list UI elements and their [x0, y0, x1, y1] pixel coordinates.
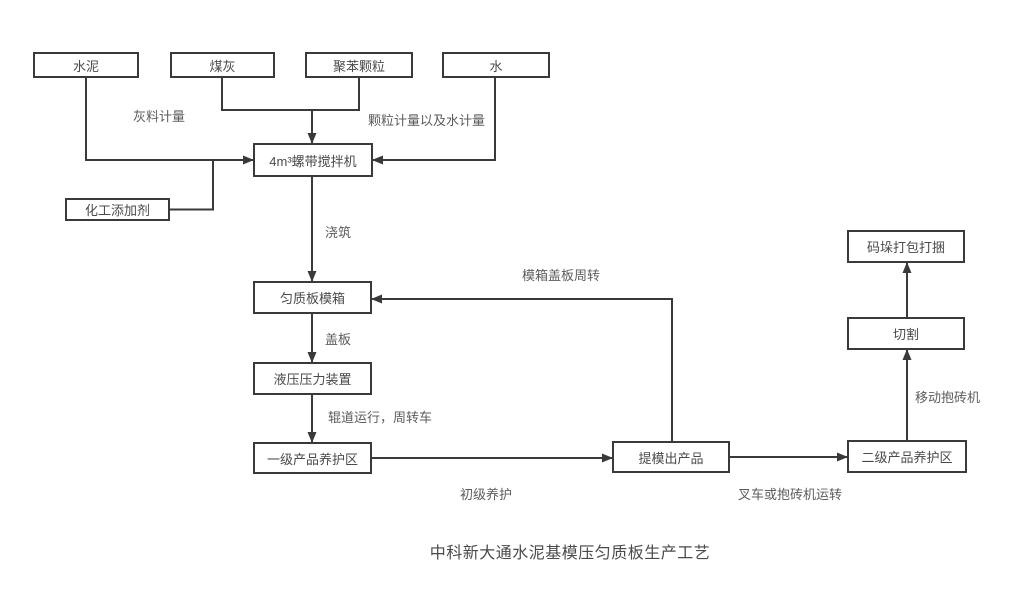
diagram-title: 中科新大通水泥基模压匀质板生产工艺 — [429, 545, 711, 562]
node-cement: 水泥 — [33, 52, 139, 78]
label-particle-water-metering: 颗粒计量以及水计量 — [368, 113, 486, 128]
node-hydraulic-press: 液压压力装置 — [253, 362, 372, 395]
edge-mold-cover-feedback — [371, 294, 673, 441]
node-primary-curing-area: 一级产品养护区 — [253, 442, 372, 474]
node-mixer: 4m³螺带搅拌机 — [253, 143, 373, 177]
node-cutting: 切割 — [847, 317, 965, 350]
node-chemical-additive: 化工添加剂 — [65, 198, 170, 221]
edge-chemical-additive-join — [170, 161, 214, 211]
label-mold-cover-turnover: 模箱盖板周转 — [522, 268, 601, 283]
label-pouring: 浇筑 — [325, 225, 352, 240]
label-ash-metering: 灰料计量 — [133, 109, 186, 124]
label-mobile-grabber: 移动抱砖机 — [915, 390, 981, 405]
node-coal-ash: 煤灰 — [170, 52, 275, 78]
node-water: 水 — [442, 52, 550, 78]
node-mold-box: 匀质板模箱 — [253, 281, 372, 314]
label-cover-plate: 盖板 — [325, 332, 352, 347]
label-roller-transfer: 辊道运行，周转车 — [328, 410, 433, 425]
node-demold-product: 提模出产品 — [612, 441, 730, 473]
label-primary-curing: 初级养护 — [460, 487, 513, 502]
edge-water-to-mixer — [372, 78, 496, 165]
node-polystyrene-particles: 聚苯颗粒 — [305, 52, 413, 78]
node-stacking-packing: 码垛打包打捆 — [847, 230, 965, 263]
label-forklift-transfer: 叉车或抱砖机运转 — [738, 487, 843, 502]
node-secondary-curing-area: 二级产品养护区 — [847, 440, 967, 473]
edge-cement-to-mixer — [85, 78, 254, 165]
